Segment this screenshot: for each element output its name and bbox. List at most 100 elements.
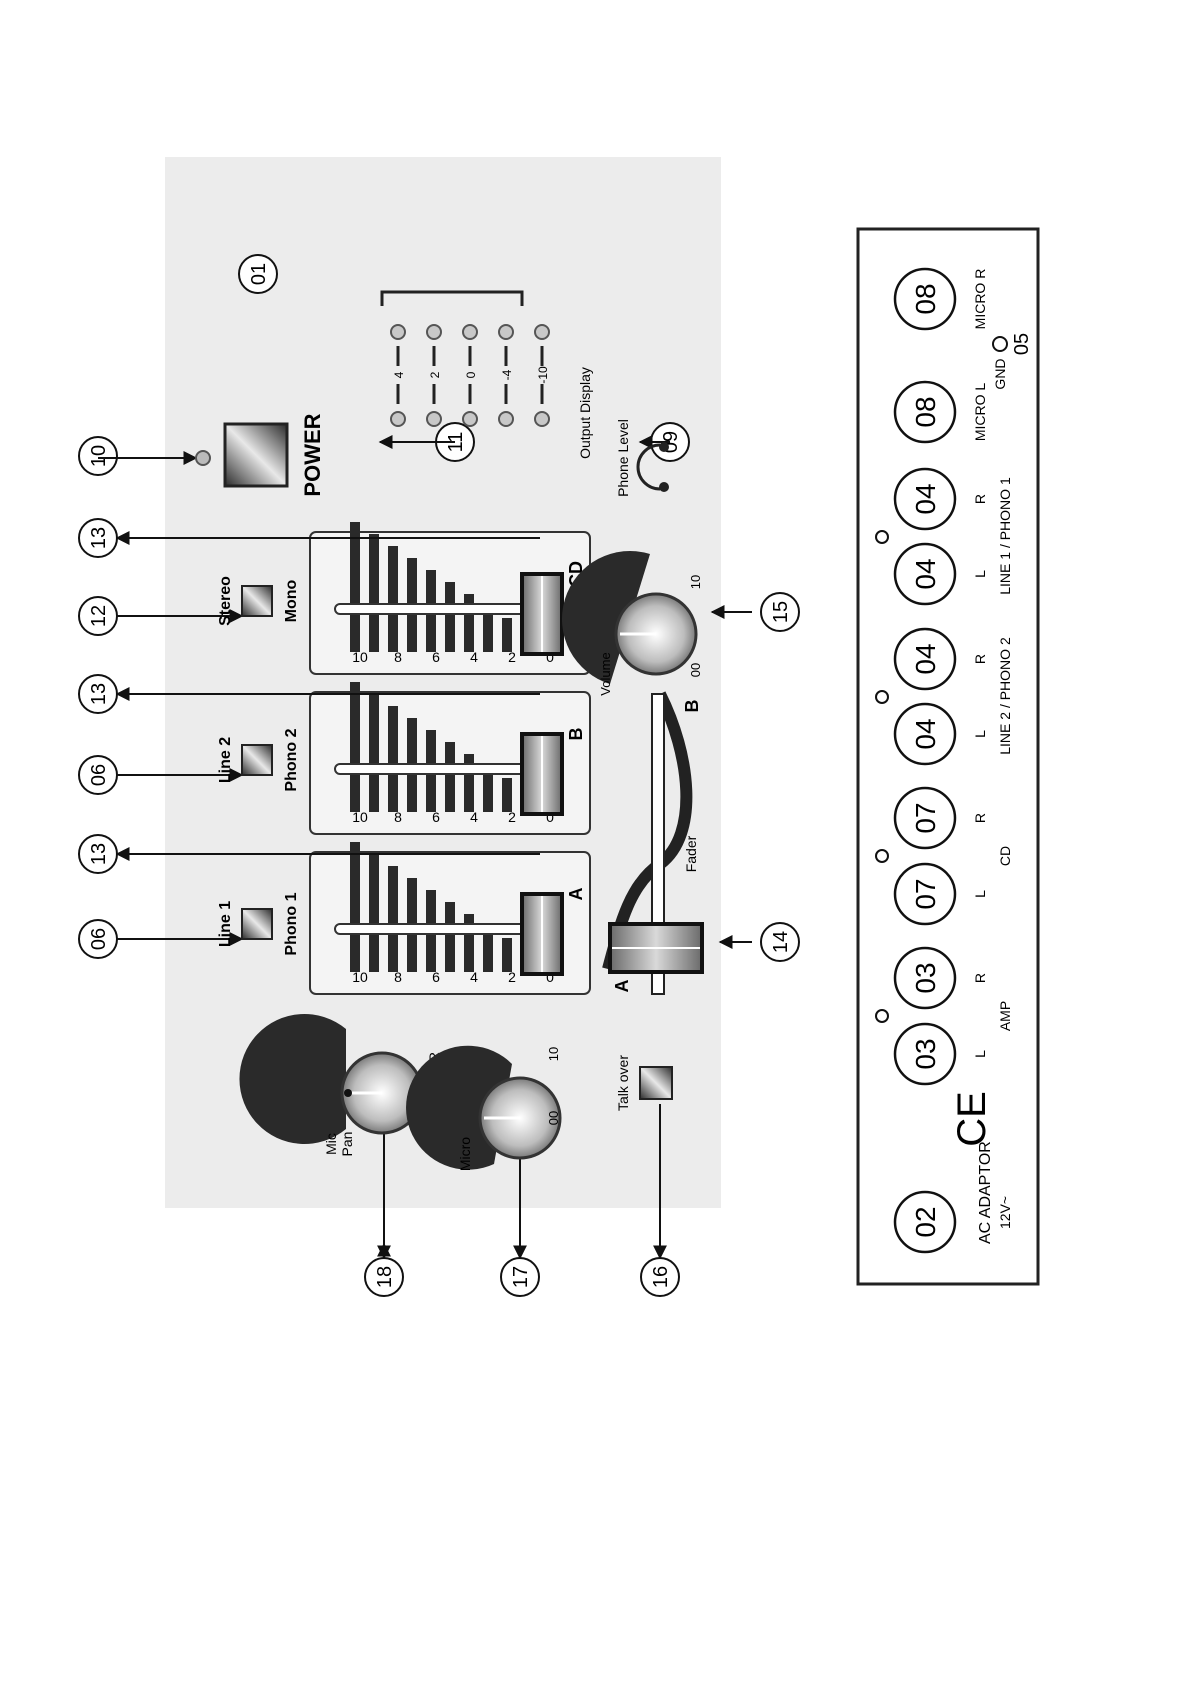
callout-11: 11 (378, 422, 475, 462)
cd-label: CD (997, 846, 1013, 866)
line2-label: Line 2 (217, 737, 234, 783)
jack-lr-label: L (972, 730, 988, 738)
stereo-mono-button[interactable] (241, 585, 273, 617)
input-select-2-button[interactable] (241, 744, 273, 776)
callout-circle (760, 922, 800, 962)
fader-scale-label: 2 (508, 969, 516, 985)
volume-max-label: 10 (688, 575, 703, 589)
fader-scale-label: 10 (352, 809, 368, 825)
fader-level-bar (445, 902, 455, 972)
rear-jack-4 (893, 786, 957, 850)
fader-scale-label: 6 (432, 649, 440, 665)
vu-led-left (462, 411, 478, 427)
headphone-right-cup (659, 442, 669, 452)
fader-scale-label: 2 (508, 809, 516, 825)
rear-jack-4-number: 07 (910, 802, 941, 833)
rear-jack-1 (893, 1022, 957, 1086)
power-button[interactable] (223, 422, 289, 488)
ground-ring (875, 690, 889, 704)
callout-circle (760, 592, 800, 632)
headphone-left-cup (659, 482, 669, 492)
line1-label: Line 1 (217, 901, 234, 947)
rear-jack-8 (893, 467, 957, 531)
rear-panel (856, 227, 1040, 1286)
jack-ac-adaptor-number: 02 (910, 1206, 941, 1237)
micro-r-label: MICRO R (972, 269, 988, 330)
micro-l-label: MICRO L (972, 383, 988, 442)
micro-min-label: 00 (546, 1111, 561, 1125)
rear-jack-9 (893, 380, 957, 444)
fader-level-bar (388, 546, 398, 652)
fader-level-bar (445, 582, 455, 652)
jack-lr-label: L (972, 1050, 988, 1058)
vu-led-right (426, 324, 442, 340)
mono-label: Mono (283, 579, 300, 622)
ground-ring (875, 1009, 889, 1023)
vu-led-right (390, 324, 406, 340)
callout-13-b: 13 (78, 674, 118, 714)
rear-jack-9-number: 08 (910, 396, 941, 427)
callout-number: 06 (88, 928, 110, 950)
callout-01: 01 (223, 254, 278, 462)
callout-number: 10 (88, 445, 110, 467)
jack-lr-label: L (972, 890, 988, 898)
callout-15: 15 (710, 592, 800, 632)
jack-lr-label: R (972, 973, 988, 983)
vu-scale-label: 4 (392, 371, 406, 378)
fader-level-bar (483, 606, 493, 652)
fader-level-bar (350, 682, 360, 812)
fader-scale-label: 4 (470, 809, 478, 825)
micro-label: Micro (457, 1137, 473, 1171)
rear-jack-1-number: 03 (910, 1038, 941, 1069)
volume-min-label: 00 (688, 663, 703, 677)
ground-ring (875, 849, 889, 863)
callout-number: 13 (88, 527, 110, 549)
crossfader-track (651, 693, 665, 995)
jack-lr-label: R (972, 654, 988, 664)
voltage-label: 12V~ (997, 1196, 1013, 1229)
gnd-terminal (992, 336, 1008, 352)
power-label: POWER (300, 413, 325, 496)
rear-jack-3 (893, 862, 957, 926)
fader-scale-label: 4 (470, 649, 478, 665)
vu-scale-label: 0 (464, 371, 478, 378)
line2-phono2-label: LINE 2 / PHONO 2 (997, 637, 1013, 755)
fader-level-bar (350, 842, 360, 972)
fader-level-bar (483, 766, 493, 812)
talk-over-button[interactable] (639, 1066, 673, 1100)
ground-ring (875, 530, 889, 544)
crossfader-a-label: A (612, 980, 632, 993)
fader-slot (334, 763, 526, 775)
rear-jack-7 (893, 542, 957, 606)
callout-17: 17 (500, 1257, 540, 1297)
vu-led-left (426, 411, 442, 427)
callout-number: 17 (510, 1266, 532, 1288)
callout-number: 11 (445, 432, 467, 453)
phono1-label: Phono 1 (283, 892, 300, 955)
fader-slot (334, 923, 526, 935)
fader-level-bar (464, 914, 474, 972)
vu-led-right (498, 324, 514, 340)
rear-jack-10 (893, 267, 957, 331)
callout-13-cd: 13 (78, 518, 118, 558)
input-select-1-button[interactable] (241, 908, 273, 940)
callout-09: 09 (638, 422, 690, 462)
mic-pan-dot (344, 1089, 352, 1097)
fader-scale-label: 6 (432, 809, 440, 825)
fader-scale-label: 6 (432, 969, 440, 985)
phone-level-label: Phone Level (615, 419, 631, 497)
fader-level-bar (388, 706, 398, 812)
fader-scale-label: 10 (352, 649, 368, 665)
rear-jack-8-number: 04 (910, 483, 941, 514)
vu-scale-label: 2 (428, 371, 442, 378)
vu-scale-label: -10 (536, 366, 550, 384)
vu-led-left (498, 411, 514, 427)
callout-number: 16 (650, 1266, 672, 1288)
mic-label: Mic (323, 1133, 339, 1155)
callout-06-line1: 06 (78, 919, 118, 959)
